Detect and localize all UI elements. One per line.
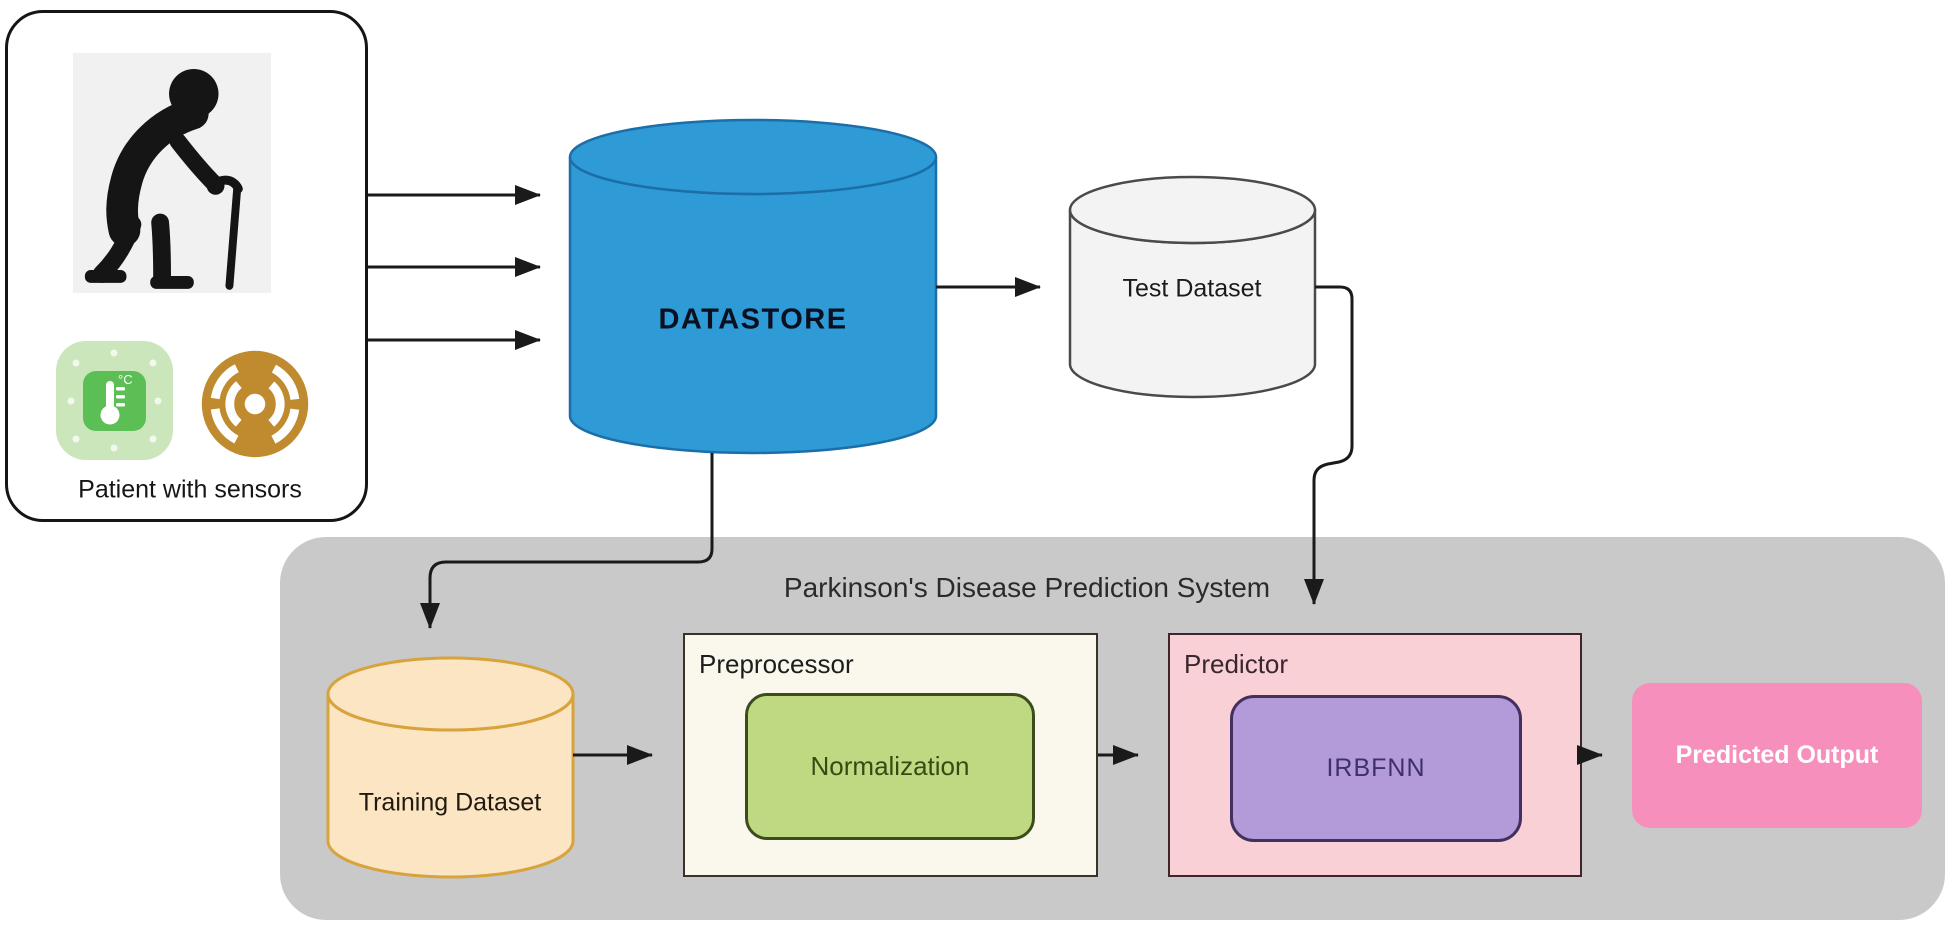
irbfnn-label: IRBFNN — [1326, 754, 1426, 782]
elderly-patient-icon — [84, 69, 243, 290]
preprocessor-label: Preprocessor — [699, 649, 854, 679]
datastore-label: DATASTORE — [658, 303, 848, 336]
test-dataset-label: Test Dataset — [1122, 274, 1262, 303]
normalization-node: Normalization — [745, 693, 1035, 840]
predictor-node: Predictor IRBFNN — [1168, 633, 1582, 877]
temperature-sensor-icon-svg: °C — [56, 341, 173, 460]
elderly-patient-image — [73, 53, 271, 293]
wireless-signal-icon-svg — [201, 350, 309, 458]
thermometer-unit-text: °C — [118, 372, 133, 387]
temperature-sensor-icon: °C — [56, 341, 173, 460]
predictor-label: Predictor — [1184, 649, 1289, 679]
normalization-label: Normalization — [810, 751, 970, 781]
predicted-output-node: Predicted Output — [1632, 683, 1922, 828]
preprocessor-node: Preprocessor Normalization — [683, 633, 1098, 877]
training-dataset-label: Training Dataset — [358, 788, 542, 817]
system-title: Parkinson's Disease Prediction System — [783, 572, 1271, 603]
patient-label: Patient with sensors — [78, 475, 302, 504]
datastore-cylinder — [568, 118, 938, 455]
patient-with-sensors-node: °C Patient with sensors — [5, 10, 368, 522]
predicted-output-label: Predicted Output — [1675, 741, 1879, 769]
irbfnn-node: IRBFNN — [1230, 695, 1522, 842]
wireless-signal-icon — [199, 348, 311, 460]
